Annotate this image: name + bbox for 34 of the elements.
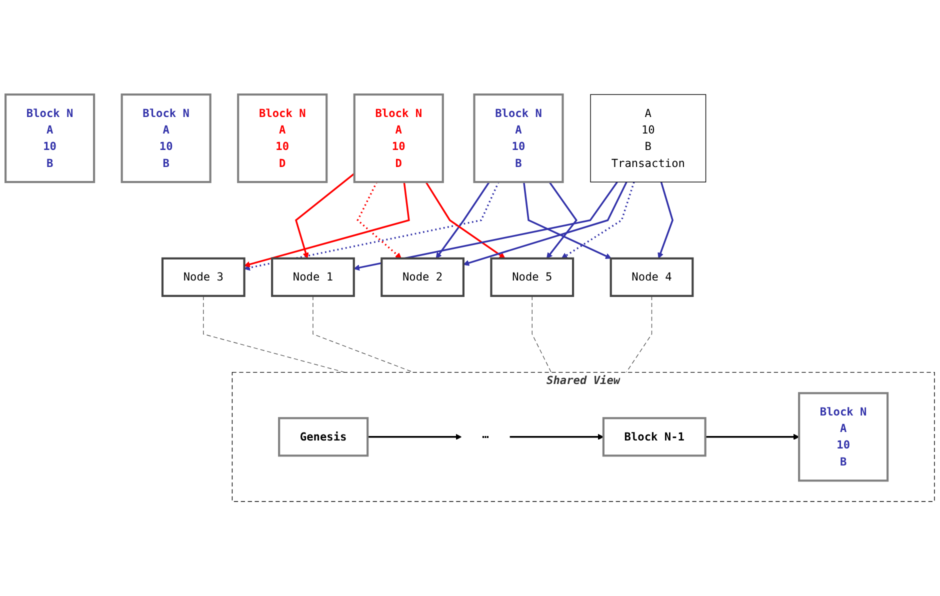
arrow <box>463 182 628 266</box>
arrow <box>436 182 490 259</box>
connector <box>312 296 414 373</box>
arrow <box>354 182 618 271</box>
node-box: Genesis <box>278 417 369 457</box>
node-box: Node 2 <box>380 257 464 297</box>
arrow <box>705 434 800 440</box>
node-box: Block N A 10 B <box>120 93 212 184</box>
node-box: Node 1 <box>271 257 355 297</box>
arrow <box>425 182 506 259</box>
arrow <box>546 182 578 259</box>
node-box: Block N A 10 B <box>4 93 96 184</box>
arrow <box>295 172 355 259</box>
arrow <box>523 182 612 259</box>
node-box: A 10 B Transaction <box>590 94 706 182</box>
connector <box>532 296 552 373</box>
node-box: Node 4 <box>610 257 694 297</box>
node-box: Block N A 10 B <box>798 392 889 482</box>
node-box: Block N A 10 D <box>353 93 444 184</box>
node-box: Block N A 10 B <box>473 93 564 184</box>
arrow <box>244 182 500 271</box>
arrow <box>658 182 674 259</box>
arrow <box>244 182 410 268</box>
node-box: Node 5 <box>490 257 574 297</box>
arrow <box>561 182 635 259</box>
node-text: ⋯ <box>482 430 489 444</box>
node-box: Block N-1 <box>602 417 706 457</box>
connector <box>203 296 345 373</box>
arrow <box>356 182 402 259</box>
node-box: Block N A 10 D <box>237 93 328 184</box>
arrow <box>510 434 604 440</box>
connector <box>626 296 652 373</box>
arrow <box>368 434 462 440</box>
node-box: Node 3 <box>161 257 246 297</box>
